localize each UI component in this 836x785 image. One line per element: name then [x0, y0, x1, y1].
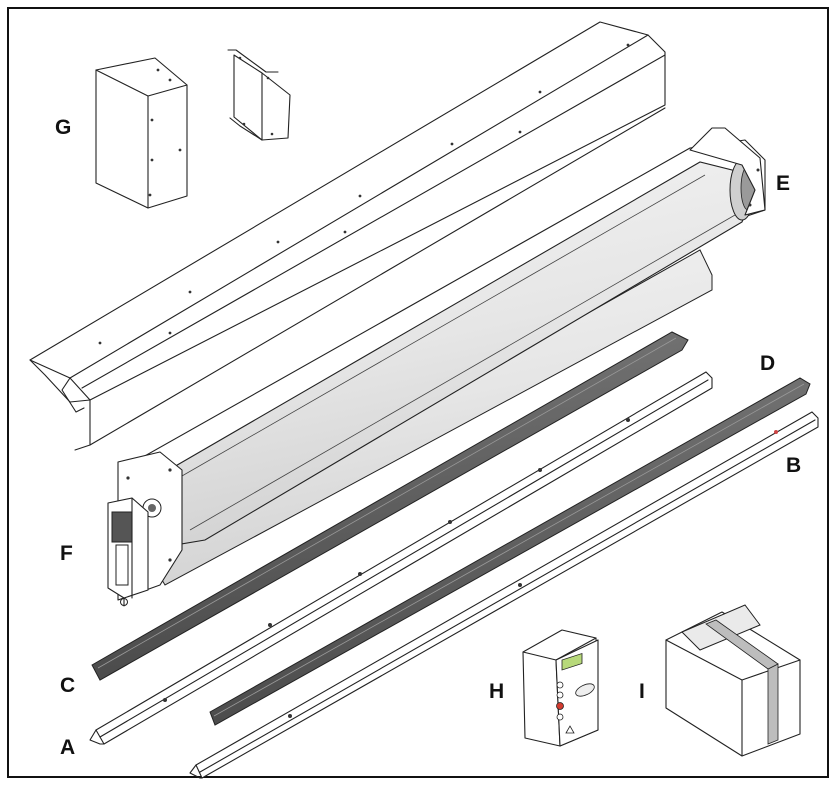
rail-b: [189, 411, 819, 779]
roller-assembly: [117, 127, 766, 601]
label-i: I: [639, 680, 645, 703]
top-cover: [29, 21, 666, 451]
label-a: A: [60, 736, 75, 759]
cardboard-box: [665, 604, 801, 757]
label-c: C: [60, 674, 75, 697]
end-cap-box: [95, 57, 188, 209]
label-f: F: [60, 542, 73, 565]
end-cap-bracket: [227, 49, 291, 141]
profile-c: [91, 331, 689, 681]
rail-a: [89, 371, 713, 745]
profile-d: [209, 377, 811, 726]
control-box: [522, 629, 599, 747]
motor-unit: [107, 497, 149, 607]
label-d: D: [760, 352, 775, 375]
label-b: B: [786, 454, 801, 477]
label-h: H: [489, 680, 504, 703]
label-g: G: [55, 116, 71, 139]
label-e: E: [776, 172, 790, 195]
